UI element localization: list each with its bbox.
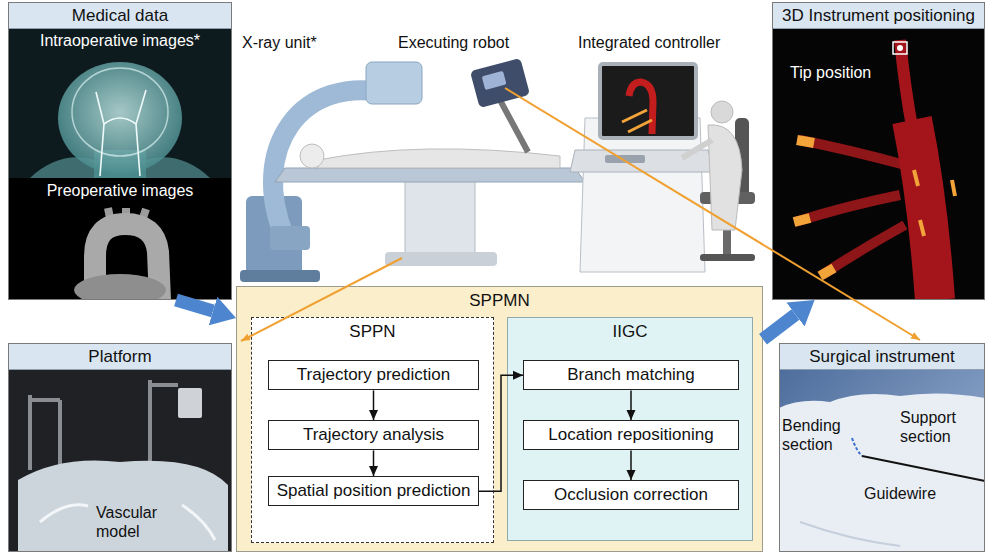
process-label: Trajectory prediction bbox=[275, 365, 472, 385]
operator-head bbox=[711, 101, 733, 123]
process-arrow bbox=[479, 375, 523, 491]
process-arrow bbox=[373, 390, 375, 420]
module-title: SPPN bbox=[252, 318, 493, 342]
vessels bbox=[96, 90, 146, 176]
xray-source bbox=[270, 226, 310, 250]
render-ground bbox=[772, 28, 985, 300]
process-box: Trajectory prediction bbox=[268, 360, 479, 390]
process-box: Occlusion correction bbox=[523, 480, 739, 510]
positioning-image bbox=[772, 28, 985, 300]
monitor-branches bbox=[622, 110, 652, 132]
process-label: Trajectory analysis bbox=[275, 425, 472, 445]
image-panel: 3D Instrument positioning bbox=[772, 2, 985, 300]
process-box: Spatial position prediction bbox=[268, 476, 479, 506]
platform-photo bbox=[8, 369, 232, 552]
leader-line bbox=[241, 258, 402, 341]
module-title: SPPMN bbox=[237, 287, 762, 311]
patient-head bbox=[300, 144, 324, 168]
glove bbox=[779, 393, 985, 552]
robot-arm bbox=[500, 100, 528, 152]
xray-detector bbox=[366, 62, 422, 104]
chair-base bbox=[700, 254, 755, 261]
process-label: Occlusion correction bbox=[530, 485, 732, 505]
image-label: Preoperative images bbox=[8, 181, 232, 200]
glove-fold bbox=[800, 522, 900, 546]
panel-title: Surgical instrument bbox=[780, 344, 984, 370]
table-top bbox=[275, 168, 585, 182]
skull bbox=[72, 68, 168, 156]
medical-image bbox=[8, 28, 232, 300]
image-label: Integrated controller bbox=[578, 33, 720, 52]
monitor bbox=[600, 64, 696, 138]
process-arrow bbox=[373, 450, 375, 476]
tip-dot bbox=[897, 45, 903, 51]
position-marks bbox=[914, 170, 955, 236]
robot-unit bbox=[470, 58, 530, 108]
carm-base bbox=[240, 270, 320, 282]
vessel-trunk bbox=[912, 120, 935, 300]
vessel-branches bbox=[795, 140, 905, 275]
image-label: Bending section bbox=[782, 416, 852, 454]
platform-frame bbox=[30, 380, 178, 470]
process-label: Spatial position prediction bbox=[275, 481, 472, 501]
branch-tips bbox=[794, 140, 834, 276]
module-title: IIGC bbox=[508, 318, 752, 342]
process-arrow bbox=[630, 450, 632, 480]
image-label: X-ray unit* bbox=[242, 33, 317, 52]
process-box: Branch matching bbox=[523, 360, 739, 390]
leader-line bbox=[505, 88, 920, 340]
panel-title: Medical data bbox=[9, 3, 231, 29]
module-box: IIGC Branch matchingLocation repositionin… bbox=[507, 317, 753, 541]
heart bbox=[74, 274, 166, 300]
table-foot bbox=[385, 252, 497, 266]
process-box: Trajectory analysis bbox=[268, 420, 479, 450]
image-label: Vascular model bbox=[96, 503, 176, 541]
xray-ground bbox=[8, 28, 232, 178]
operator-body bbox=[708, 125, 742, 230]
image-label: Guidewire bbox=[864, 484, 936, 503]
bending-wire bbox=[852, 438, 862, 456]
process-arrow bbox=[630, 390, 632, 420]
flow-arrow bbox=[763, 315, 795, 340]
instrument-photo bbox=[779, 369, 985, 552]
guidewire-line bbox=[862, 456, 985, 481]
module-box: SPPN Trajectory predictionTrajectory anal… bbox=[251, 317, 494, 543]
vascular-model-shape bbox=[18, 460, 228, 552]
table-pedestal bbox=[405, 180, 475, 256]
tip-box bbox=[893, 42, 907, 54]
operator-arm bbox=[682, 140, 712, 158]
console-cabinet bbox=[580, 118, 705, 272]
flow-arrow bbox=[176, 300, 213, 311]
process-box: Location repositioning bbox=[523, 420, 739, 450]
keyboard bbox=[605, 155, 645, 163]
process-label: Branch matching bbox=[530, 365, 732, 385]
platform-tablet bbox=[178, 388, 202, 418]
image-label: Support section bbox=[900, 408, 980, 446]
image-label: Executing robot bbox=[398, 33, 509, 52]
robot-screen bbox=[482, 71, 507, 90]
panel-title: Platform bbox=[9, 344, 231, 370]
image-label: Tip position bbox=[790, 63, 871, 82]
panel-title: 3D Instrument positioning bbox=[773, 3, 984, 29]
module-box: SPPMN SPPN Trajectory predictionTrajectory… bbox=[236, 286, 763, 552]
process-label: Location repositioning bbox=[530, 425, 732, 445]
patient-body bbox=[318, 149, 560, 168]
image-label: Intraoperative images* bbox=[8, 31, 232, 50]
